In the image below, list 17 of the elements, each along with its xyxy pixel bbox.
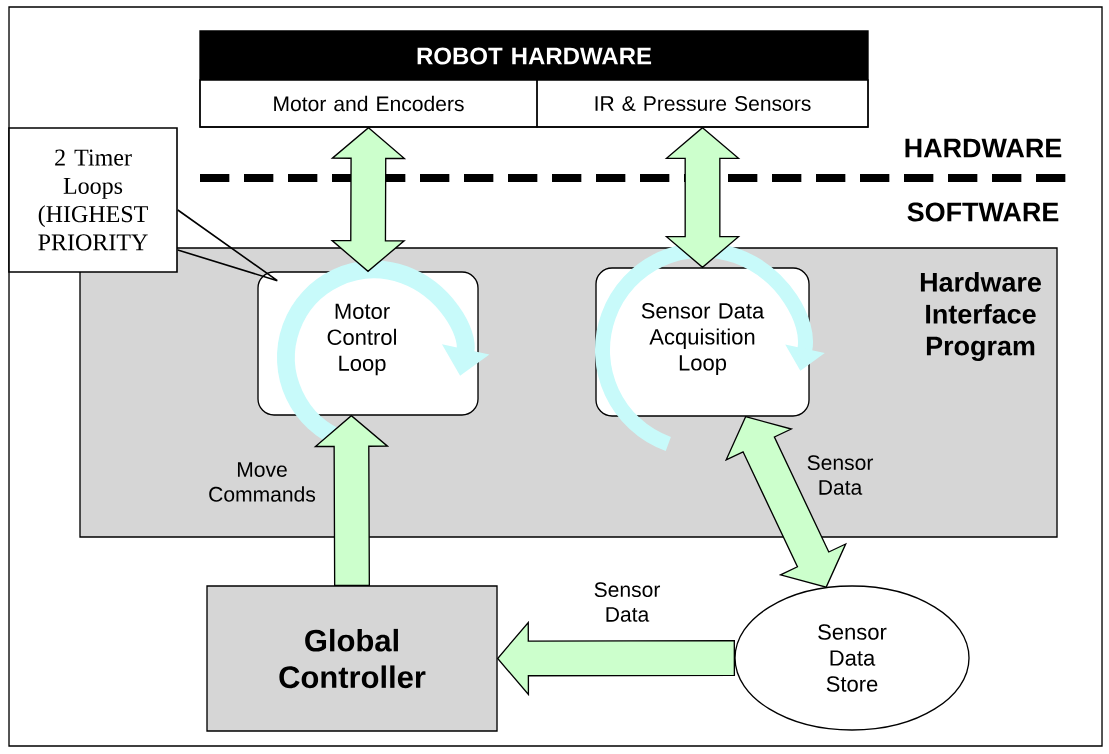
node-text: Motor and Encoders <box>274 95 464 112</box>
edge-label: Move Commands <box>209 462 316 502</box>
node-text: Hardware Interface Program <box>920 272 1041 361</box>
leader-line <box>177 209 279 282</box>
node-text: Motor Control Loop <box>327 303 396 376</box>
layer-label: SOFTWARE <box>907 202 1059 222</box>
layer-label: HARDWARE <box>905 138 1062 158</box>
block-arrow <box>496 620 736 697</box>
block-arrow <box>313 414 390 587</box>
node-text: ROBOT HARDWARE <box>417 47 652 65</box>
edge-label: Sensor Data <box>807 455 874 495</box>
edge-label: Sensor Data <box>594 582 661 622</box>
node-text: Sensor Data Store <box>818 624 887 692</box>
node-text: Global Controller <box>279 628 426 689</box>
node-text: 2 Timer Loops (HIGHEST PRIORITY <box>38 149 148 251</box>
node-text: Sensor Data Acquisition Loop <box>641 303 765 375</box>
node-text: IR & Pressure Sensors <box>595 96 811 111</box>
